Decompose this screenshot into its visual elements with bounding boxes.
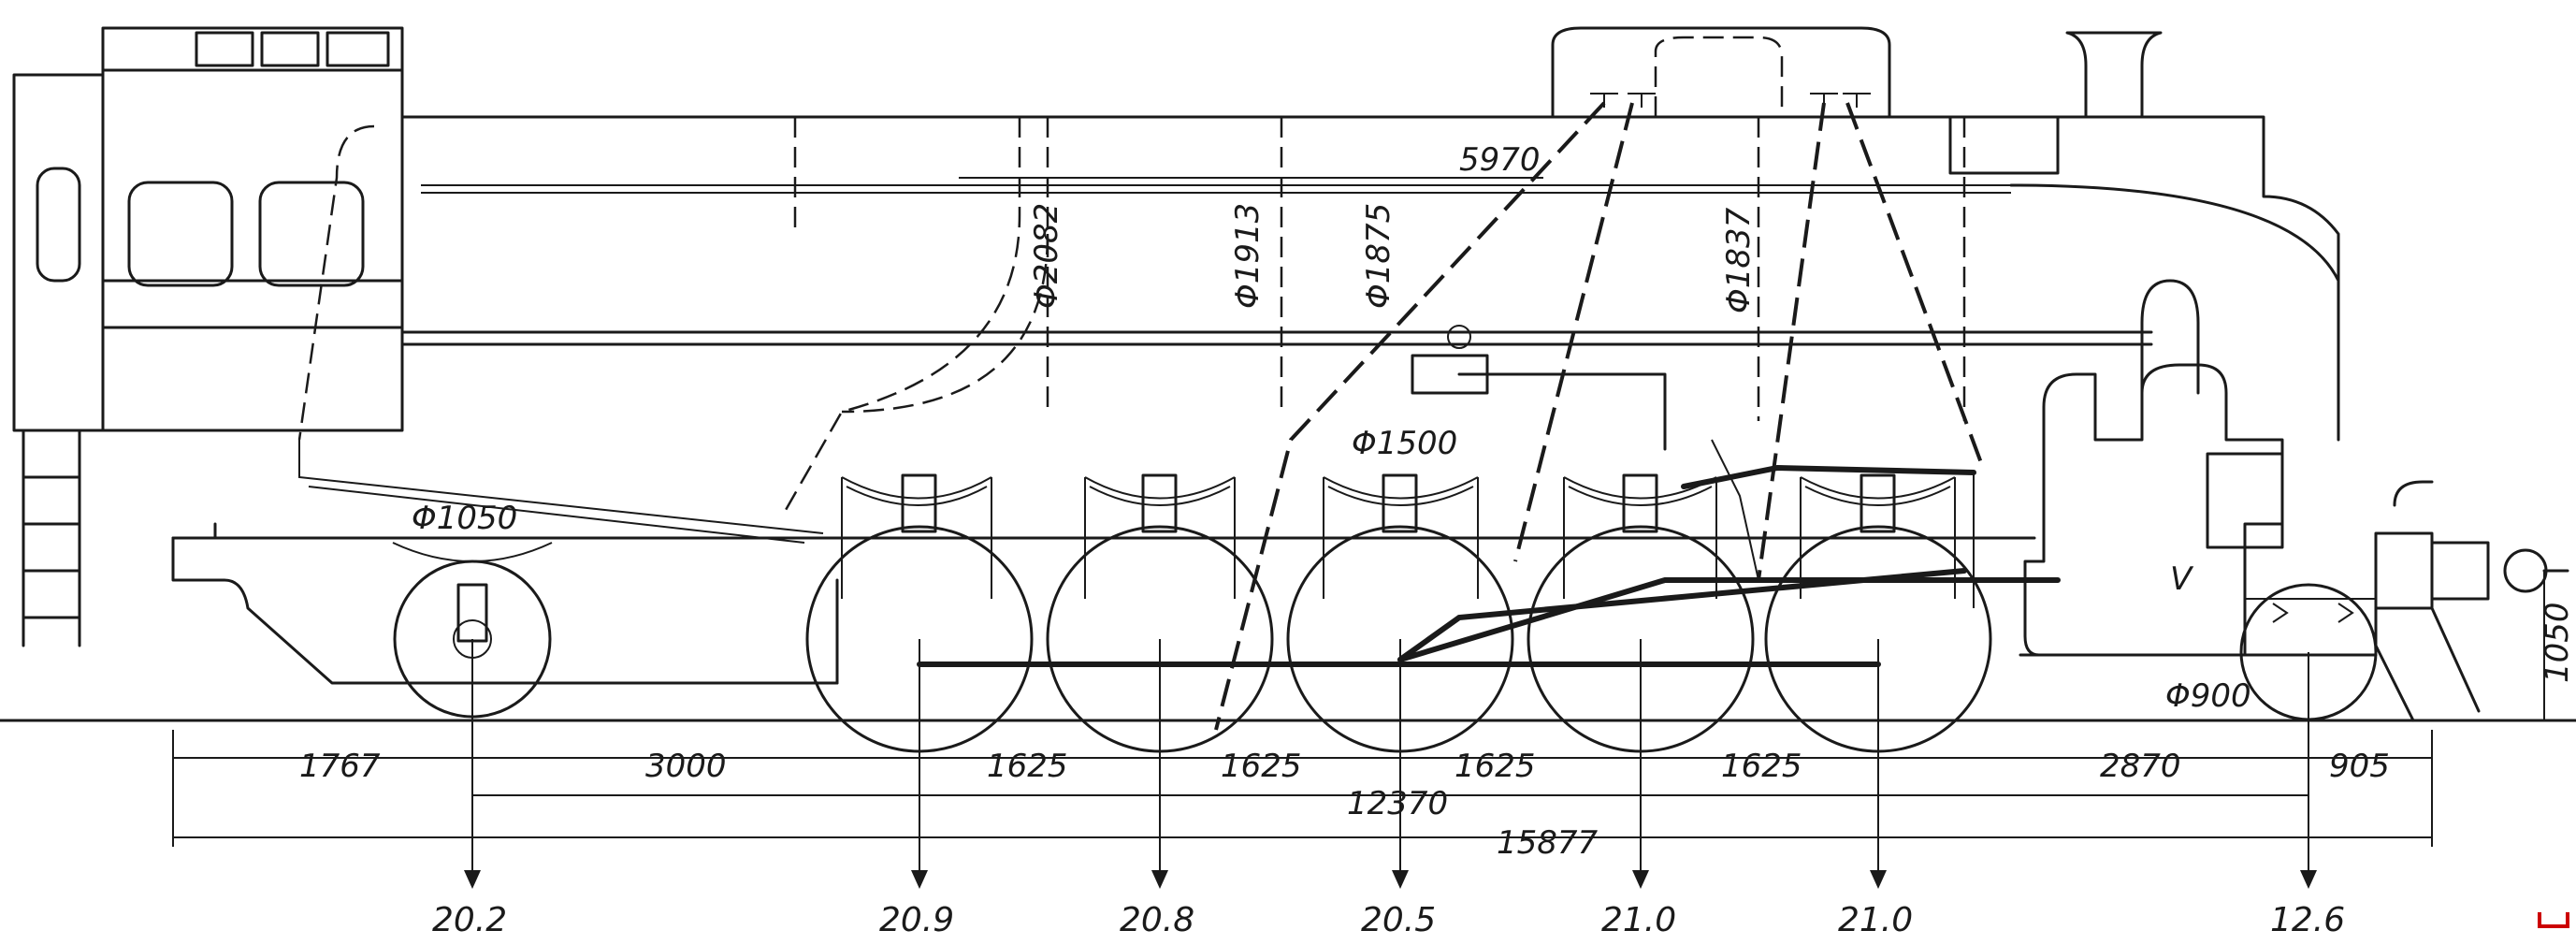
frame [171, 440, 2378, 685]
axle-load: 20.5 [1361, 901, 1436, 939]
diameter-boiler-4: Φ1837 [1720, 207, 1758, 313]
diameter-boiler-2: Φ1913 [1229, 203, 1266, 309]
boiler [297, 26, 2340, 511]
spacing-label: 3000 [645, 748, 727, 785]
buffer-beam [2374, 480, 2569, 722]
spacing-label: 1625 [1454, 748, 1536, 785]
main-rod [1397, 577, 2061, 662]
diameter-driving: Φ1500 [1352, 425, 1457, 462]
spacing-label: 1767 [299, 748, 381, 785]
cab-window [127, 181, 234, 287]
steam-dome [1551, 26, 1891, 119]
corner-mark [2538, 912, 2569, 928]
axle-load: 21.0 [1838, 901, 1913, 939]
height-dimension: 1050 [2539, 602, 2576, 683]
springs [392, 476, 1956, 599]
cab [12, 26, 404, 647]
spacing-label: 1625 [1721, 748, 1802, 785]
boiler-length: 5970 [1459, 141, 1541, 179]
axle-load-arrows [464, 639, 2317, 889]
spacing-label: 1625 [1221, 748, 1302, 785]
cylinder-block [2023, 279, 2284, 657]
diameter-boiler-1: Φ2082 [1028, 203, 1065, 309]
axle-load: 20.9 [879, 901, 954, 939]
diameter-rear-truck: Φ1050 [412, 500, 517, 537]
cab-side-window [36, 167, 81, 283]
diameter-boiler-3: Φ1875 [1360, 203, 1397, 309]
wheelbase-total: 12370 [1347, 785, 1448, 822]
spacing-label: 2870 [2100, 748, 2181, 785]
driving-wheels [805, 473, 1992, 753]
dimensions [172, 177, 2545, 847]
spacing-label: 905 [2329, 748, 2390, 785]
axle-load: 12.6 [2270, 901, 2345, 939]
chimney [2065, 31, 2163, 119]
dashed-gear-lines [1214, 93, 1985, 731]
cab-window [258, 181, 365, 287]
rods [917, 325, 2061, 667]
axle-load: 21.0 [1601, 901, 1676, 939]
marker-v: V [2170, 560, 2194, 598]
diameter-front-truck: Φ900 [2165, 677, 2251, 715]
axle-load: 20.2 [432, 901, 507, 939]
spacing-label: 1625 [987, 748, 1068, 785]
overall-length: 15877 [1497, 824, 1599, 862]
axle-load: 20.8 [1120, 901, 1194, 939]
